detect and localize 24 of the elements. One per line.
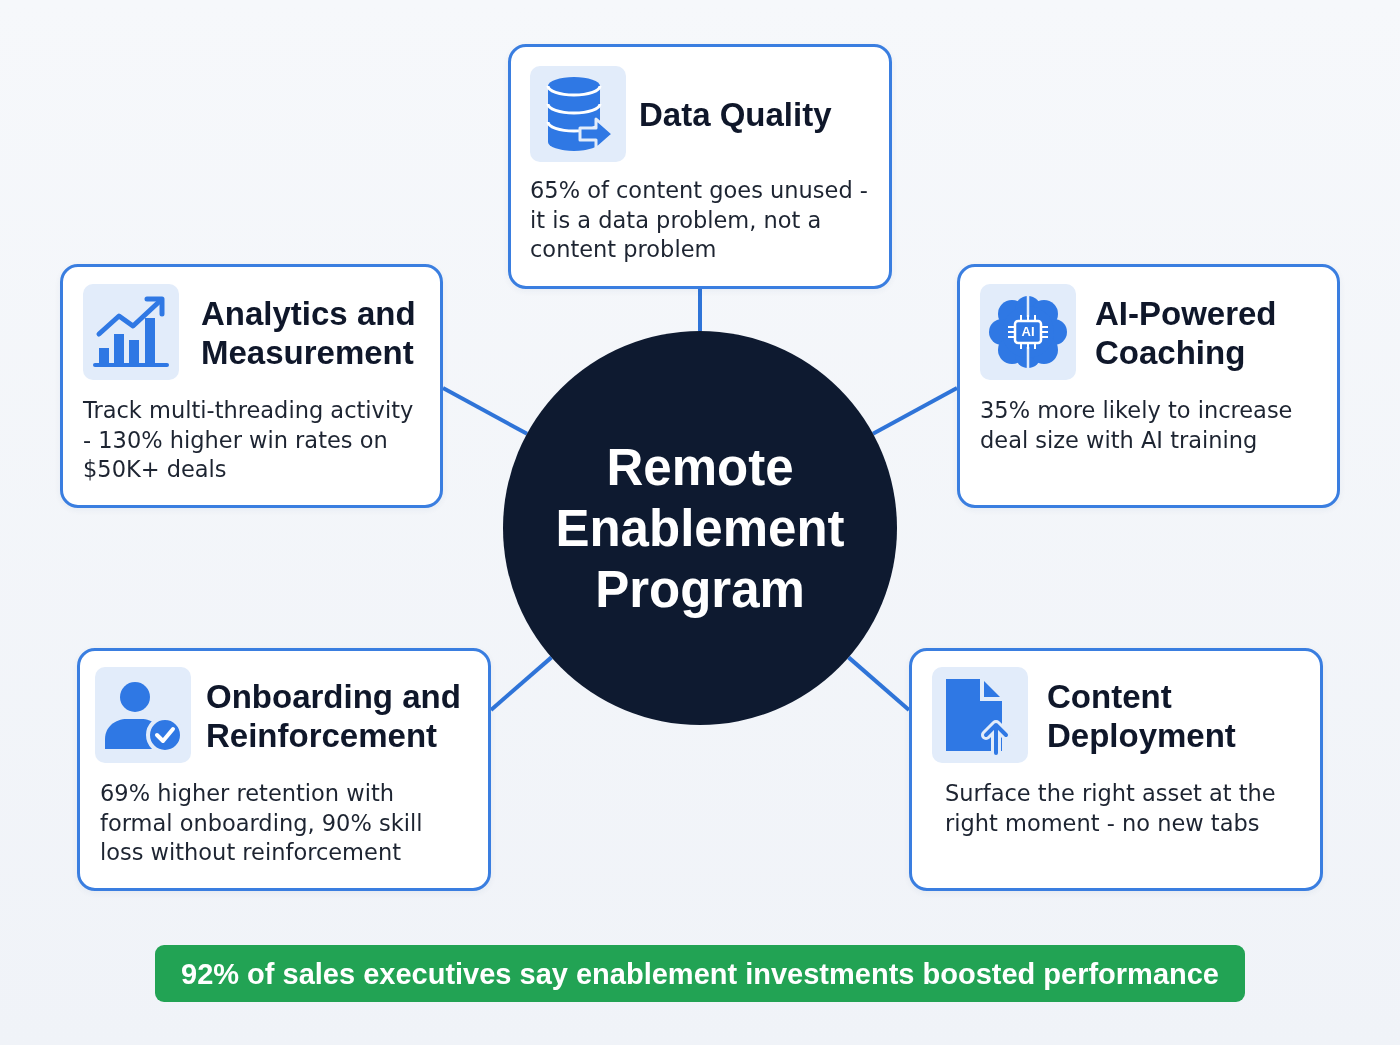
chip-label: AI [1021,325,1035,339]
card-heading: AI-Powered Coaching [1095,293,1278,372]
card-description: 69% higher retention with formal onboarding, 90% skill loss without reinforcement [100,779,424,867]
card-description: Surface the right asset at the right moment - no new tabs [945,779,1277,838]
info-card [957,264,1340,508]
card-heading: Content Deployment [1047,676,1237,755]
connector-line [489,655,553,712]
card-description: Track multi-threading activity - 130% higher win rates on $50K+ deals [83,396,415,484]
hub-title: Remote Enablement Program [554,437,846,620]
stat-banner [155,945,1245,1002]
card-description: 35% more likely to increase deal size with AI training [980,396,1294,455]
banner-text: 92% of sales executives say enablement investments boosted performance [181,956,1219,991]
card-heading: Data Quality [639,94,833,134]
info-card [909,648,1323,891]
card-heading: Analytics and Measurement [201,293,417,372]
connector-line [698,289,702,331]
connector-line [872,386,958,436]
info-card [508,44,892,289]
info-card [77,648,491,891]
card-description: 65% of content goes unused - it is a data problem, not a content problem [530,176,869,264]
info-card [60,264,443,508]
connector-line [847,655,911,712]
connector-line [442,386,528,436]
card-heading: Onboarding and Reinforcement [206,676,462,755]
